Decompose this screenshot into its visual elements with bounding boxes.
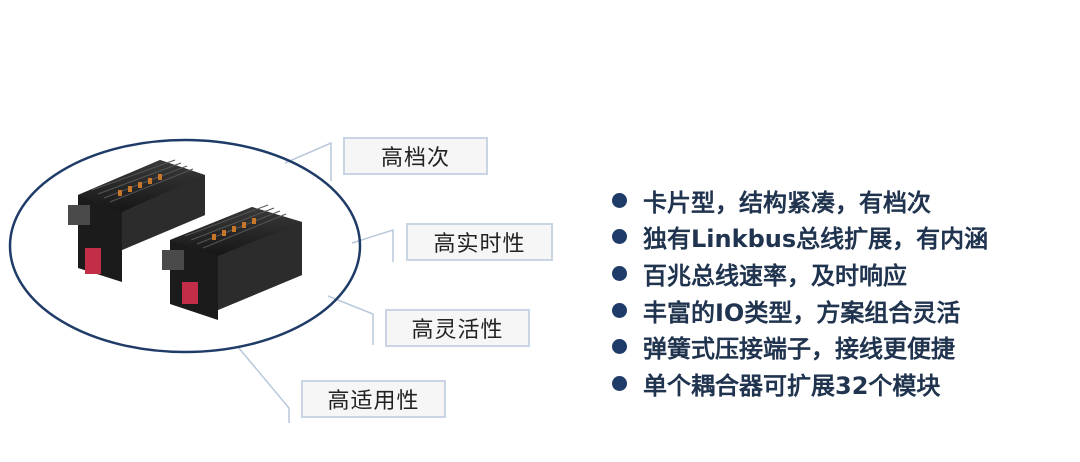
callout-high-grade: 高档次 [343, 137, 488, 175]
feature-list: 卡片型，结构紧凑，有档次 独有Linkbus总线扩展，有内涵 百兆总线速率，及时… [612, 182, 988, 402]
feature-item: 单个耦合器可扩展32个模块 [612, 365, 988, 402]
bullet-icon [612, 375, 627, 391]
bullet-icon [612, 265, 627, 281]
callout-label: 高适用性 [327, 389, 420, 414]
bullet-icon [612, 339, 627, 355]
callout-label: 高档次 [380, 146, 450, 171]
callout-label: 高实时性 [433, 232, 526, 257]
callout-connectors [237, 141, 394, 423]
feature-text: 丰富的IO类型，方案组合灵活 [643, 298, 961, 327]
bullet-icon [612, 302, 627, 318]
product-ellipse [8, 138, 362, 354]
feature-text: 独有Linkbus总线扩展，有内涵 [643, 225, 989, 254]
bullet-icon [612, 229, 627, 245]
callout-label: 高灵活性 [411, 318, 504, 343]
callout-real-time: 高实时性 [406, 223, 553, 261]
feature-text: 单个耦合器可扩展32个模块 [643, 371, 941, 400]
feature-item: 弹簧式压接端子，接线更便捷 [612, 328, 988, 365]
callout-flexibility: 高灵活性 [385, 309, 530, 347]
callout-applicability: 高适用性 [301, 380, 446, 418]
feature-text: 百兆总线速率，及时响应 [643, 261, 907, 290]
io-coupler-modules-photo [68, 159, 302, 320]
feature-item: 独有Linkbus总线扩展，有内涵 [612, 219, 988, 256]
feature-item: 卡片型，结构紧凑，有档次 [612, 182, 988, 219]
bullet-icon [612, 192, 627, 208]
feature-item: 百兆总线速率，及时响应 [612, 255, 988, 292]
feature-text: 卡片型，结构紧凑，有档次 [643, 188, 931, 217]
feature-text: 弹簧式压接端子，接线更便捷 [643, 335, 955, 364]
feature-item: 丰富的IO类型，方案组合灵活 [612, 292, 988, 329]
